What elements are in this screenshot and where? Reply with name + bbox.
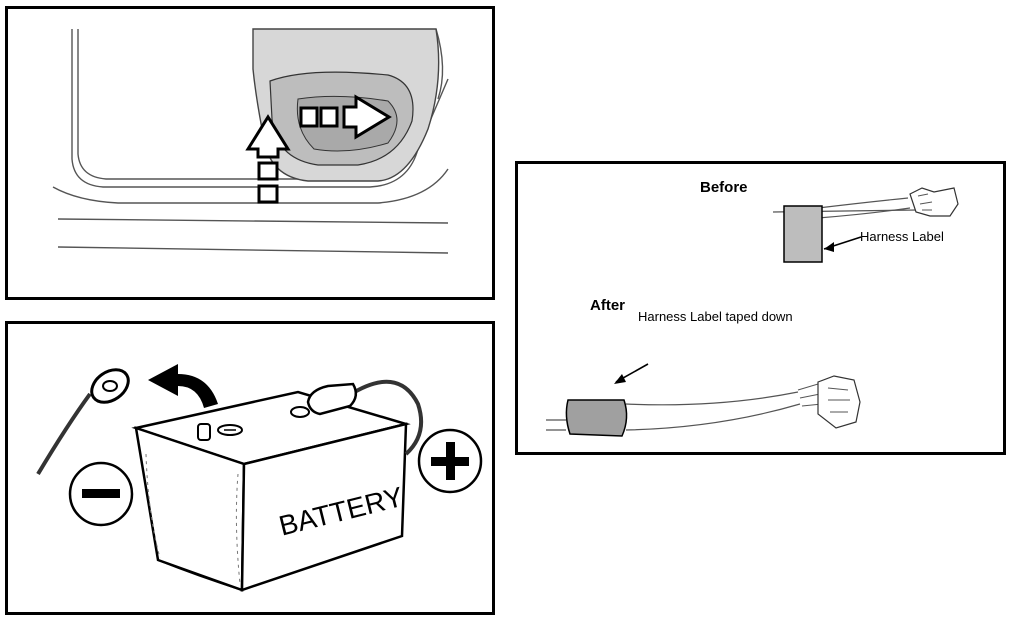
right-arrow-icon [299,94,392,140]
up-arrow-icon [245,114,291,204]
after-label: After [590,297,626,314]
door-panel-illustration [52,28,449,254]
harness-before-icon [772,187,959,263]
taped-label-text: Harness Label taped down [638,309,793,324]
harness-label-panel: Before Harness Label After Harness Label… [515,161,1006,455]
battery-disconnect-panel: BATTERY [5,321,495,615]
harness-after-icon [546,363,861,437]
negative-terminal-clamp-icon [90,368,130,404]
lift-arrow-icon [148,364,218,408]
before-label: Before [700,179,748,196]
harness-illustration [546,187,959,437]
battery-illustration: BATTERY [36,364,483,592]
door-clip-removal-panel [5,6,495,300]
positive-symbol-icon [417,428,483,494]
harness-label-text: Harness Label [860,229,944,244]
negative-symbol-icon [68,461,134,527]
positive-terminal-clamp-icon [306,382,358,416]
